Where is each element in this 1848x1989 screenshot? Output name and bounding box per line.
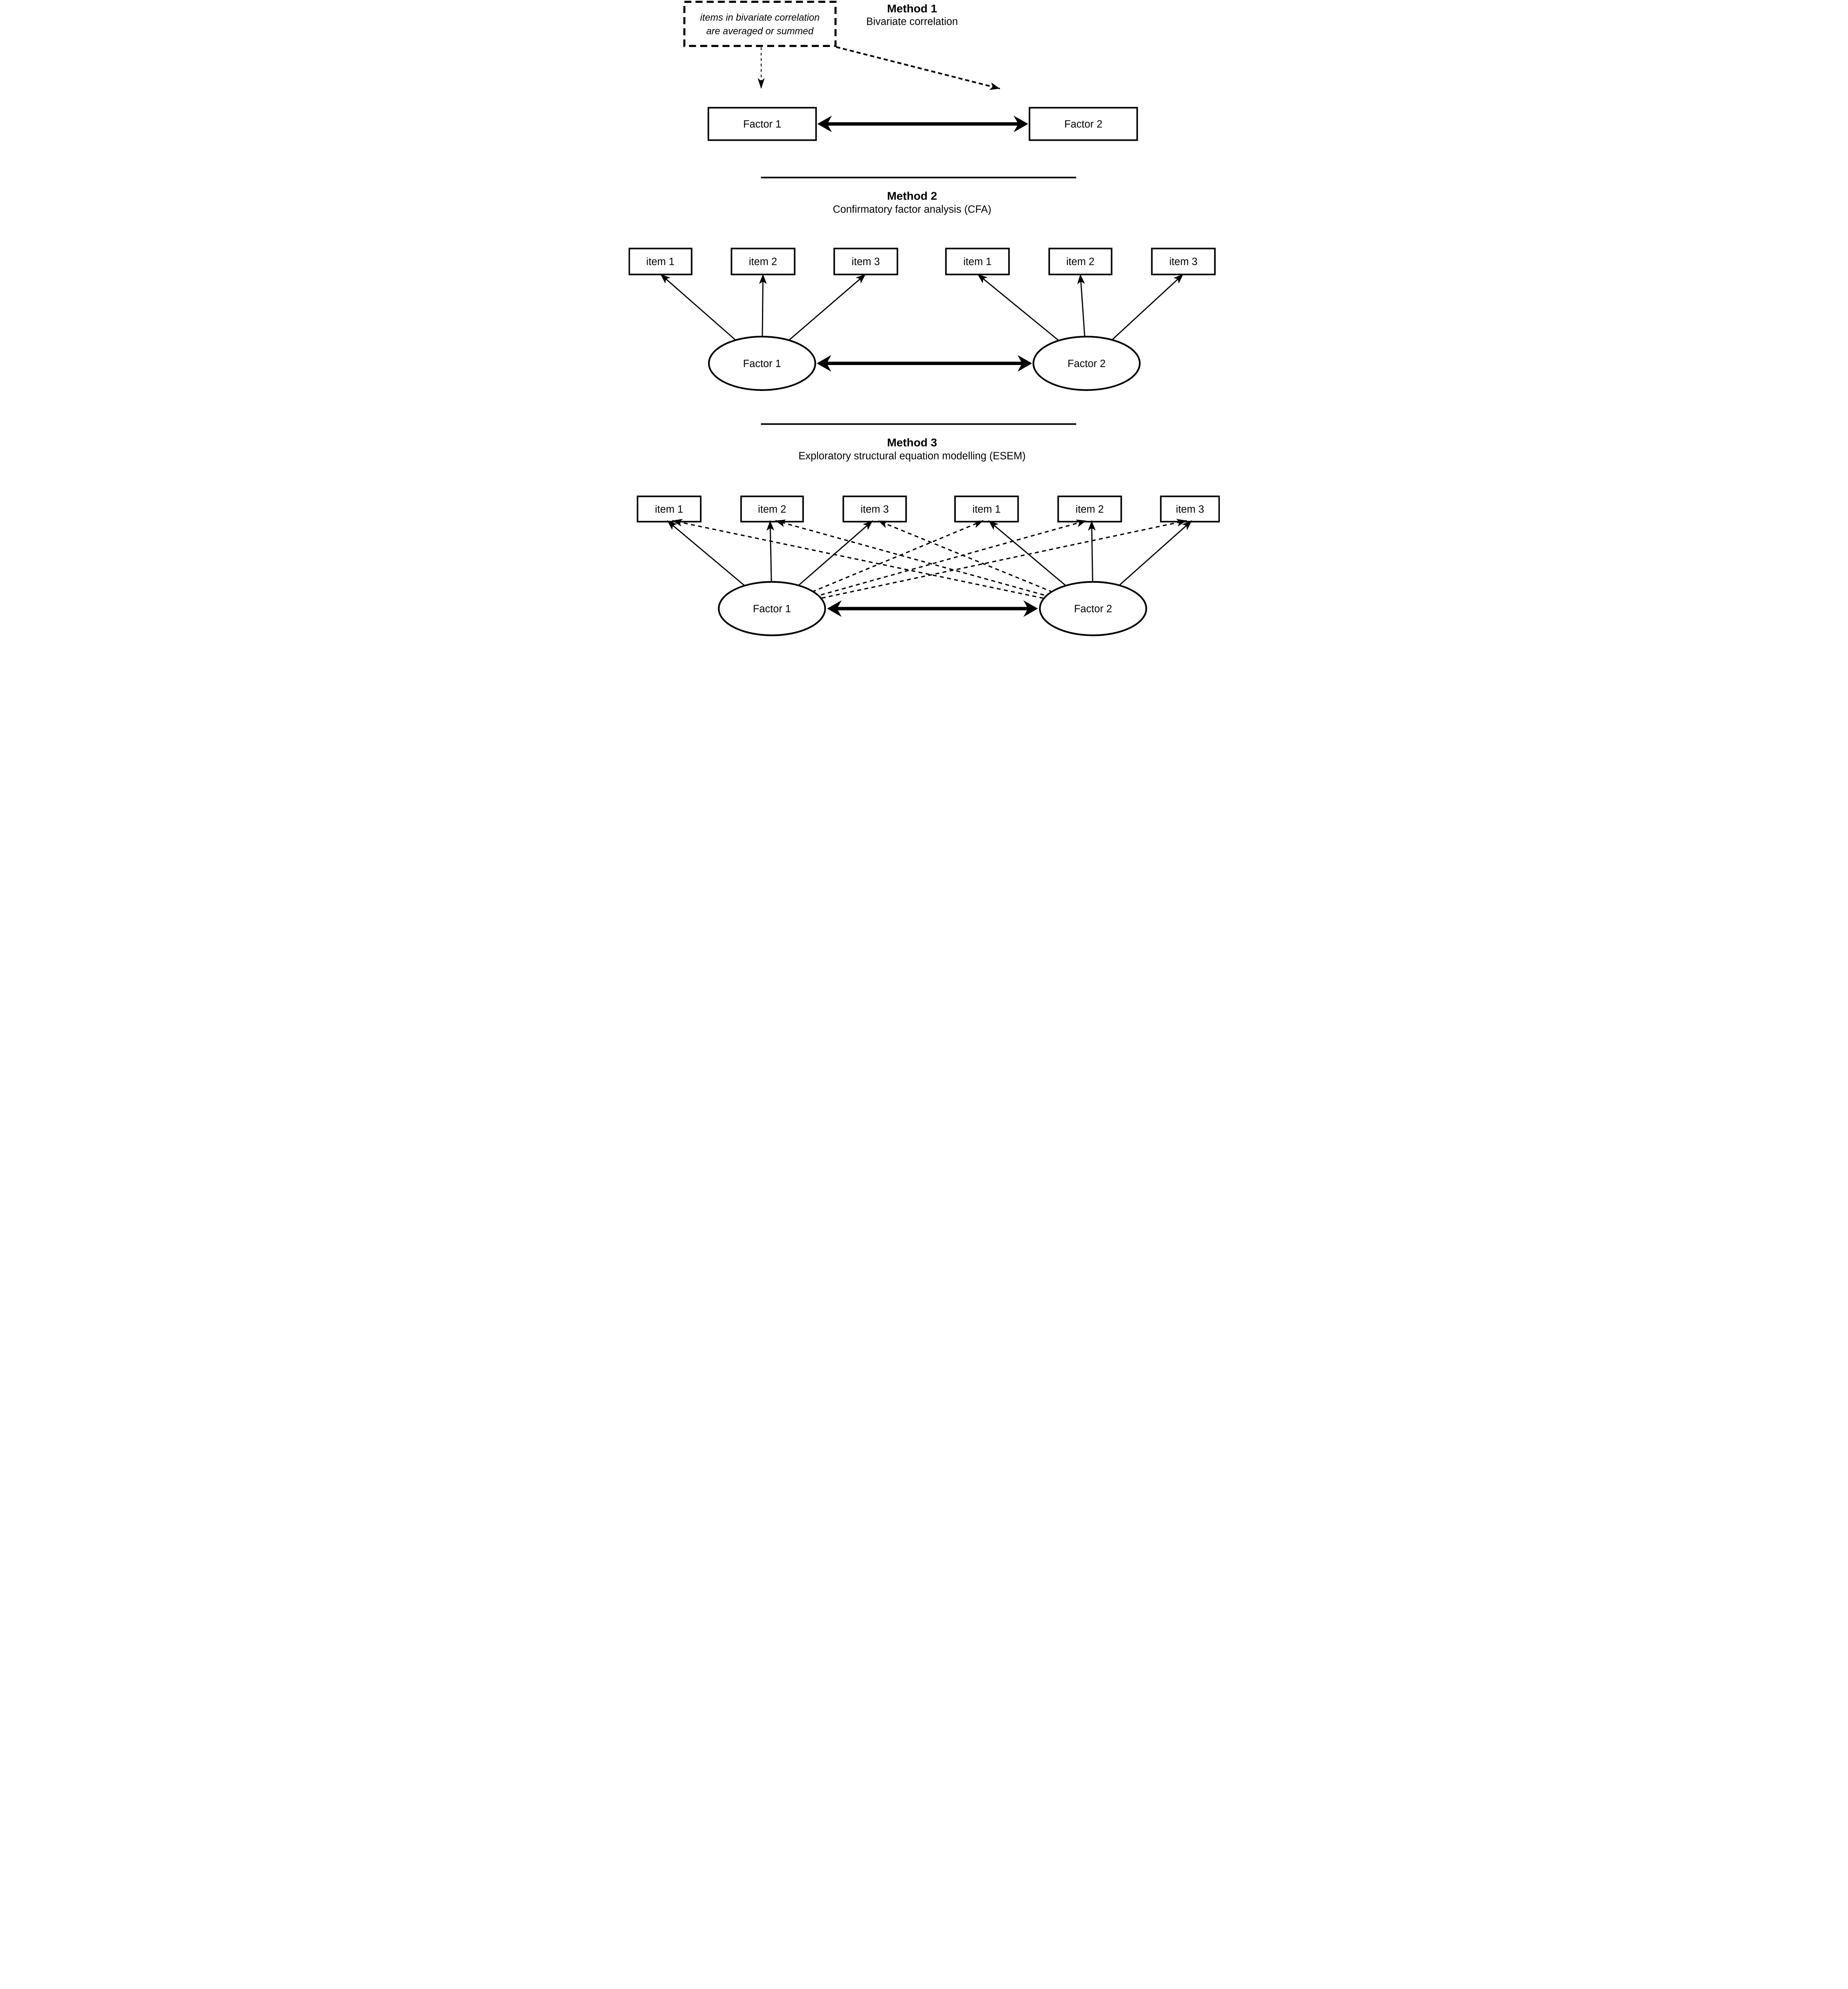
method3-factor2-label: Factor 2: [1074, 604, 1112, 615]
method3-section: Method 3 Exploratory structural equation…: [636, 436, 1220, 636]
method3-factor1-label: Factor 1: [753, 604, 791, 615]
method3-crossloading-f1-item5: [771, 520, 1087, 610]
note-box: [683, 0, 837, 47]
method3-f2-item1-box: [954, 495, 1019, 523]
method1-section: Method 1 Bivariate correlation items in …: [683, 0, 1138, 141]
note-line2: are averaged or summed: [706, 26, 813, 37]
method3-title: Method 3: [887, 436, 937, 449]
method3-f1-item1-label: item 1: [655, 504, 683, 515]
note-arrow-to-factor2: [835, 46, 1000, 90]
method2-factor1-ellipse: [708, 335, 816, 391]
method2-factor2-ellipse: [1032, 335, 1141, 391]
method2-f1-item3-label: item 3: [852, 256, 880, 268]
method3-f1-item2-box: [740, 495, 804, 523]
method2-f2-item3-box: [1150, 247, 1216, 275]
figure-page: Method 1 Bivariate correlation items in …: [628, 0, 1220, 637]
method3-factor1-ellipse: [717, 581, 826, 636]
method3-f2-item2-box: [1057, 495, 1122, 523]
method3-f2-item3-label: item 3: [1176, 504, 1204, 515]
method2-f1-item2-label: item 2: [749, 256, 777, 268]
method2-f2-item3-label: item 3: [1169, 256, 1198, 268]
method3-subtitle: Exploratory structural equation modellin…: [798, 451, 1026, 462]
method3-factor2-ellipse: [1039, 581, 1147, 636]
method1-factor2-box: [1028, 107, 1138, 141]
method1-correlation-arrow: [817, 116, 1028, 133]
method3-f1-item3-box: [842, 495, 907, 523]
method3-f1-item2-label: item 2: [758, 504, 786, 515]
method1-factor1-box: [707, 107, 817, 141]
method2-correlation-arrow: [816, 355, 1032, 372]
method2-subtitle: Confirmatory factor analysis (CFA): [833, 204, 991, 215]
method2-f2-item1-label: item 1: [963, 256, 992, 268]
method2-section: Method 2 Confirmatory factor analysis (C…: [628, 190, 1216, 391]
method3-f2-item1-label: item 1: [972, 504, 1000, 515]
method1-subtitle: Bivariate correlation: [866, 16, 958, 27]
method3-crossloading-f2-item1: [672, 519, 1093, 610]
methods-diagram: Method 1 Bivariate correlation items in …: [628, 0, 1220, 637]
method3-crossloading-f1-item6: [771, 519, 1187, 610]
method2-f2-item1-box: [945, 247, 1010, 275]
method3-f1-item3-label: item 3: [861, 504, 889, 515]
method2-factor2-label: Factor 2: [1067, 358, 1105, 369]
method2-factor1-label: Factor 1: [743, 358, 781, 369]
method2-f1-item1-box: [628, 247, 692, 275]
method3-f2-item2-label: item 2: [1075, 504, 1104, 515]
method3-correlation-arrow: [827, 600, 1038, 617]
method3-f2-item3-box: [1160, 495, 1220, 523]
method1-factor1-label: Factor 1: [743, 119, 781, 130]
method2-f2-item2-label: item 2: [1066, 256, 1095, 268]
method2-f2-item2-box: [1048, 247, 1112, 275]
method1-factor2-label: Factor 2: [1064, 119, 1102, 130]
method2-title: Method 2: [887, 190, 937, 202]
note-line1: items in bivariate correlation: [700, 13, 820, 23]
method2-f1-item2-box: [730, 247, 795, 275]
method1-title: Method 1: [887, 2, 937, 15]
method2-f1-item1-label: item 1: [646, 256, 674, 268]
